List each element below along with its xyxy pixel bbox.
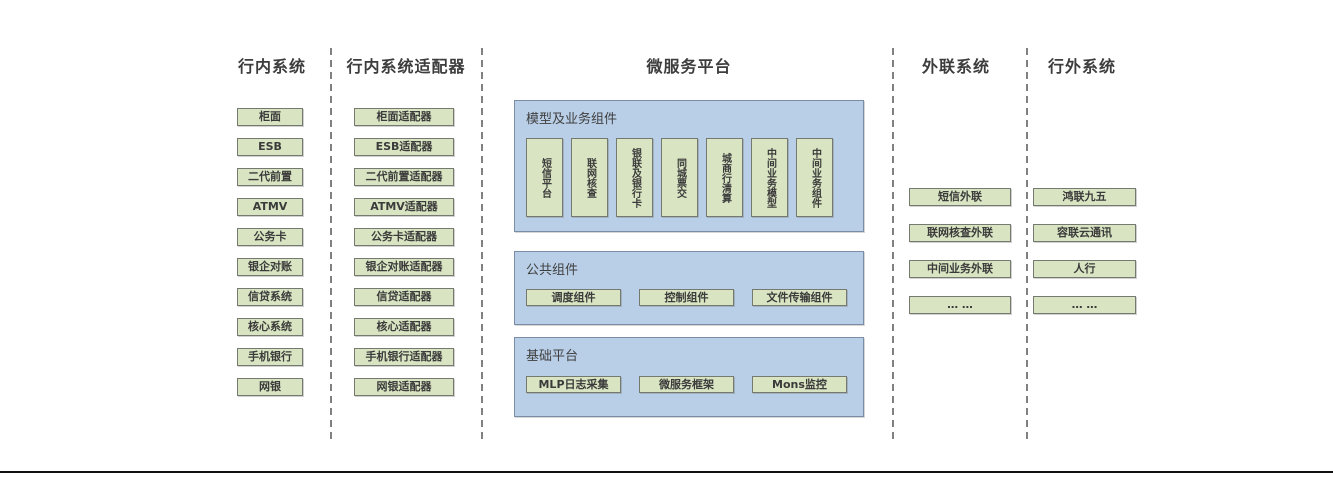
component-box: 微服务框架: [639, 376, 734, 393]
system-box: 信贷系统: [237, 288, 303, 306]
system-box: 网银: [237, 378, 303, 396]
component-box: MLP日志采集: [526, 376, 621, 393]
component-box-vertical: 城商行清算: [706, 138, 743, 217]
system-box: 中间业务外联: [909, 260, 1011, 278]
component-box-vertical: 同城票交: [661, 138, 698, 217]
component-box: 调度组件: [526, 289, 621, 306]
adapter-box: 核心适配器: [354, 318, 454, 336]
system-box: ESB: [237, 138, 303, 156]
external-link-systems-list: 短信外联联网核查外联中间业务外联 … …: [909, 188, 1011, 314]
adapter-box: 网银适配器: [354, 378, 454, 396]
adapter-box: 手机银行适配器: [354, 348, 454, 366]
adapter-box: 柜面适配器: [354, 108, 454, 126]
component-box: Mons监控: [752, 376, 847, 393]
separator-dashed-line-4: [1026, 48, 1028, 444]
system-box: 容联云通讯: [1033, 224, 1136, 242]
adapter-box: 二代前置适配器: [354, 168, 454, 186]
internal-adapters-list: 柜面适配器 ESB适配器二代前置适配器 ATMV适配器公务卡适配器银企对账适配器信贷…: [354, 108, 454, 396]
system-box: 手机银行: [237, 348, 303, 366]
system-box: 柜面: [237, 108, 303, 126]
component-box-vertical: 联网核查: [571, 138, 608, 217]
component-box-vertical: 银联及银行卡: [616, 138, 653, 217]
base-platform-list: MLP日志采集 微服务框架 Mons监控: [526, 376, 847, 393]
panel-base-platform: 基础平台 MLP日志采集 微服务框架 Mons监控: [514, 337, 864, 417]
adapter-box: 信贷适配器: [354, 288, 454, 306]
adapter-box: ESB适配器: [354, 138, 454, 156]
system-box: 人行: [1033, 260, 1136, 278]
model-components-list: 短信平台联网核查银联及银行卡同城票交城商行清算中间业务模型中间业务组件: [526, 138, 833, 217]
system-box: … …: [909, 296, 1011, 314]
panel-common-components: 公共组件 调度组件 控制组件 文件传输组件: [514, 251, 864, 325]
adapter-box: ATMV适配器: [354, 198, 454, 216]
separator-dashed-line-1: [330, 48, 332, 444]
component-box: 控制组件: [639, 289, 734, 306]
separator-dashed-line-3: [892, 48, 894, 444]
system-box: 短信外联: [909, 188, 1011, 206]
panel-title: 基础平台: [526, 349, 579, 364]
system-box: 银企对账: [237, 258, 303, 276]
system-box: 鸿联九五: [1033, 188, 1136, 206]
system-box: 联网核查外联: [909, 224, 1011, 242]
header-internal-systems: 行内系统: [237, 57, 306, 76]
separator-dashed-line-2: [481, 48, 483, 444]
outside-bank-systems-list: 鸿联九五容联云通讯人行 … …: [1033, 188, 1136, 314]
component-box-vertical: 中间业务组件: [796, 138, 833, 217]
panel-title: 模型及业务组件: [526, 112, 618, 127]
header-outside-bank-systems: 行外系统: [1047, 57, 1116, 76]
system-box: ATMV: [237, 198, 303, 216]
adapter-box: 银企对账适配器: [354, 258, 454, 276]
internal-systems-list: 柜面 ESB 二代前置 ATMV 公务卡银企对账信贷系统核心系统手机银行网银: [237, 108, 303, 396]
adapter-box: 公务卡适配器: [354, 228, 454, 246]
system-box: … …: [1033, 296, 1136, 314]
system-box: 公务卡: [237, 228, 303, 246]
component-box: 文件传输组件: [752, 289, 847, 306]
panel-title: 公共组件: [526, 263, 579, 278]
header-microservice-platform: 微服务平台: [646, 57, 732, 76]
panel-model-business-components: 模型及业务组件 短信平台联网核查银联及银行卡同城票交城商行清算中间业务模型中间业…: [514, 100, 864, 232]
component-box-vertical: 中间业务模型: [751, 138, 788, 217]
header-external-link-systems: 外联系统: [921, 57, 990, 76]
header-internal-adapters: 行内系统适配器: [346, 57, 466, 76]
common-components-list: 调度组件 控制组件 文件传输组件: [526, 289, 847, 306]
bottom-divider-line: [0, 471, 1333, 473]
system-box: 核心系统: [237, 318, 303, 336]
component-box-vertical: 短信平台: [526, 138, 563, 217]
system-box: 二代前置: [237, 168, 303, 186]
